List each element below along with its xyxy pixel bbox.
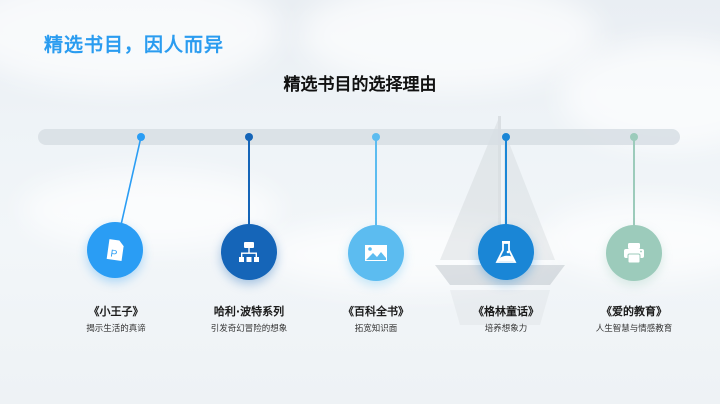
document-p-icon: P: [106, 239, 124, 262]
book-icon-circle[interactable]: [348, 225, 404, 281]
connector-line: [633, 137, 635, 229]
book-title: 《格林童话》: [473, 305, 539, 318]
book-description: 拓宽知识面: [354, 324, 398, 334]
book-description: 揭示生活的真谛: [86, 324, 146, 334]
book-title: 《爱的教育》: [601, 305, 667, 318]
connector-line: [248, 137, 250, 229]
section-subtitle: 精选书目的选择理由: [283, 75, 437, 95]
book-title: 《百科全书》: [343, 305, 409, 318]
book-icon-circle[interactable]: [606, 225, 662, 281]
book-description: 引发奇幻冒险的想象: [210, 324, 288, 334]
image-icon: [365, 245, 387, 261]
connector-line: [505, 137, 507, 229]
book-title: 哈利·波特系列: [213, 305, 285, 318]
book-description: 培养想象力: [484, 324, 528, 334]
printer-icon: [624, 243, 644, 264]
book-icon-circle[interactable]: P: [87, 222, 143, 278]
flask-icon: [495, 241, 517, 263]
connector-line: [375, 137, 377, 229]
book-description: 人生智慧与情感教育: [595, 324, 673, 334]
sitemap-icon: [239, 242, 259, 262]
slide-title: 精选书目，因人而异: [44, 34, 225, 56]
book-title: 《小王子》: [88, 305, 144, 318]
timeline-track: [38, 129, 680, 145]
book-icon-circle[interactable]: [221, 224, 277, 280]
svg-text:P: P: [110, 248, 118, 260]
book-icon-circle[interactable]: [478, 224, 534, 280]
